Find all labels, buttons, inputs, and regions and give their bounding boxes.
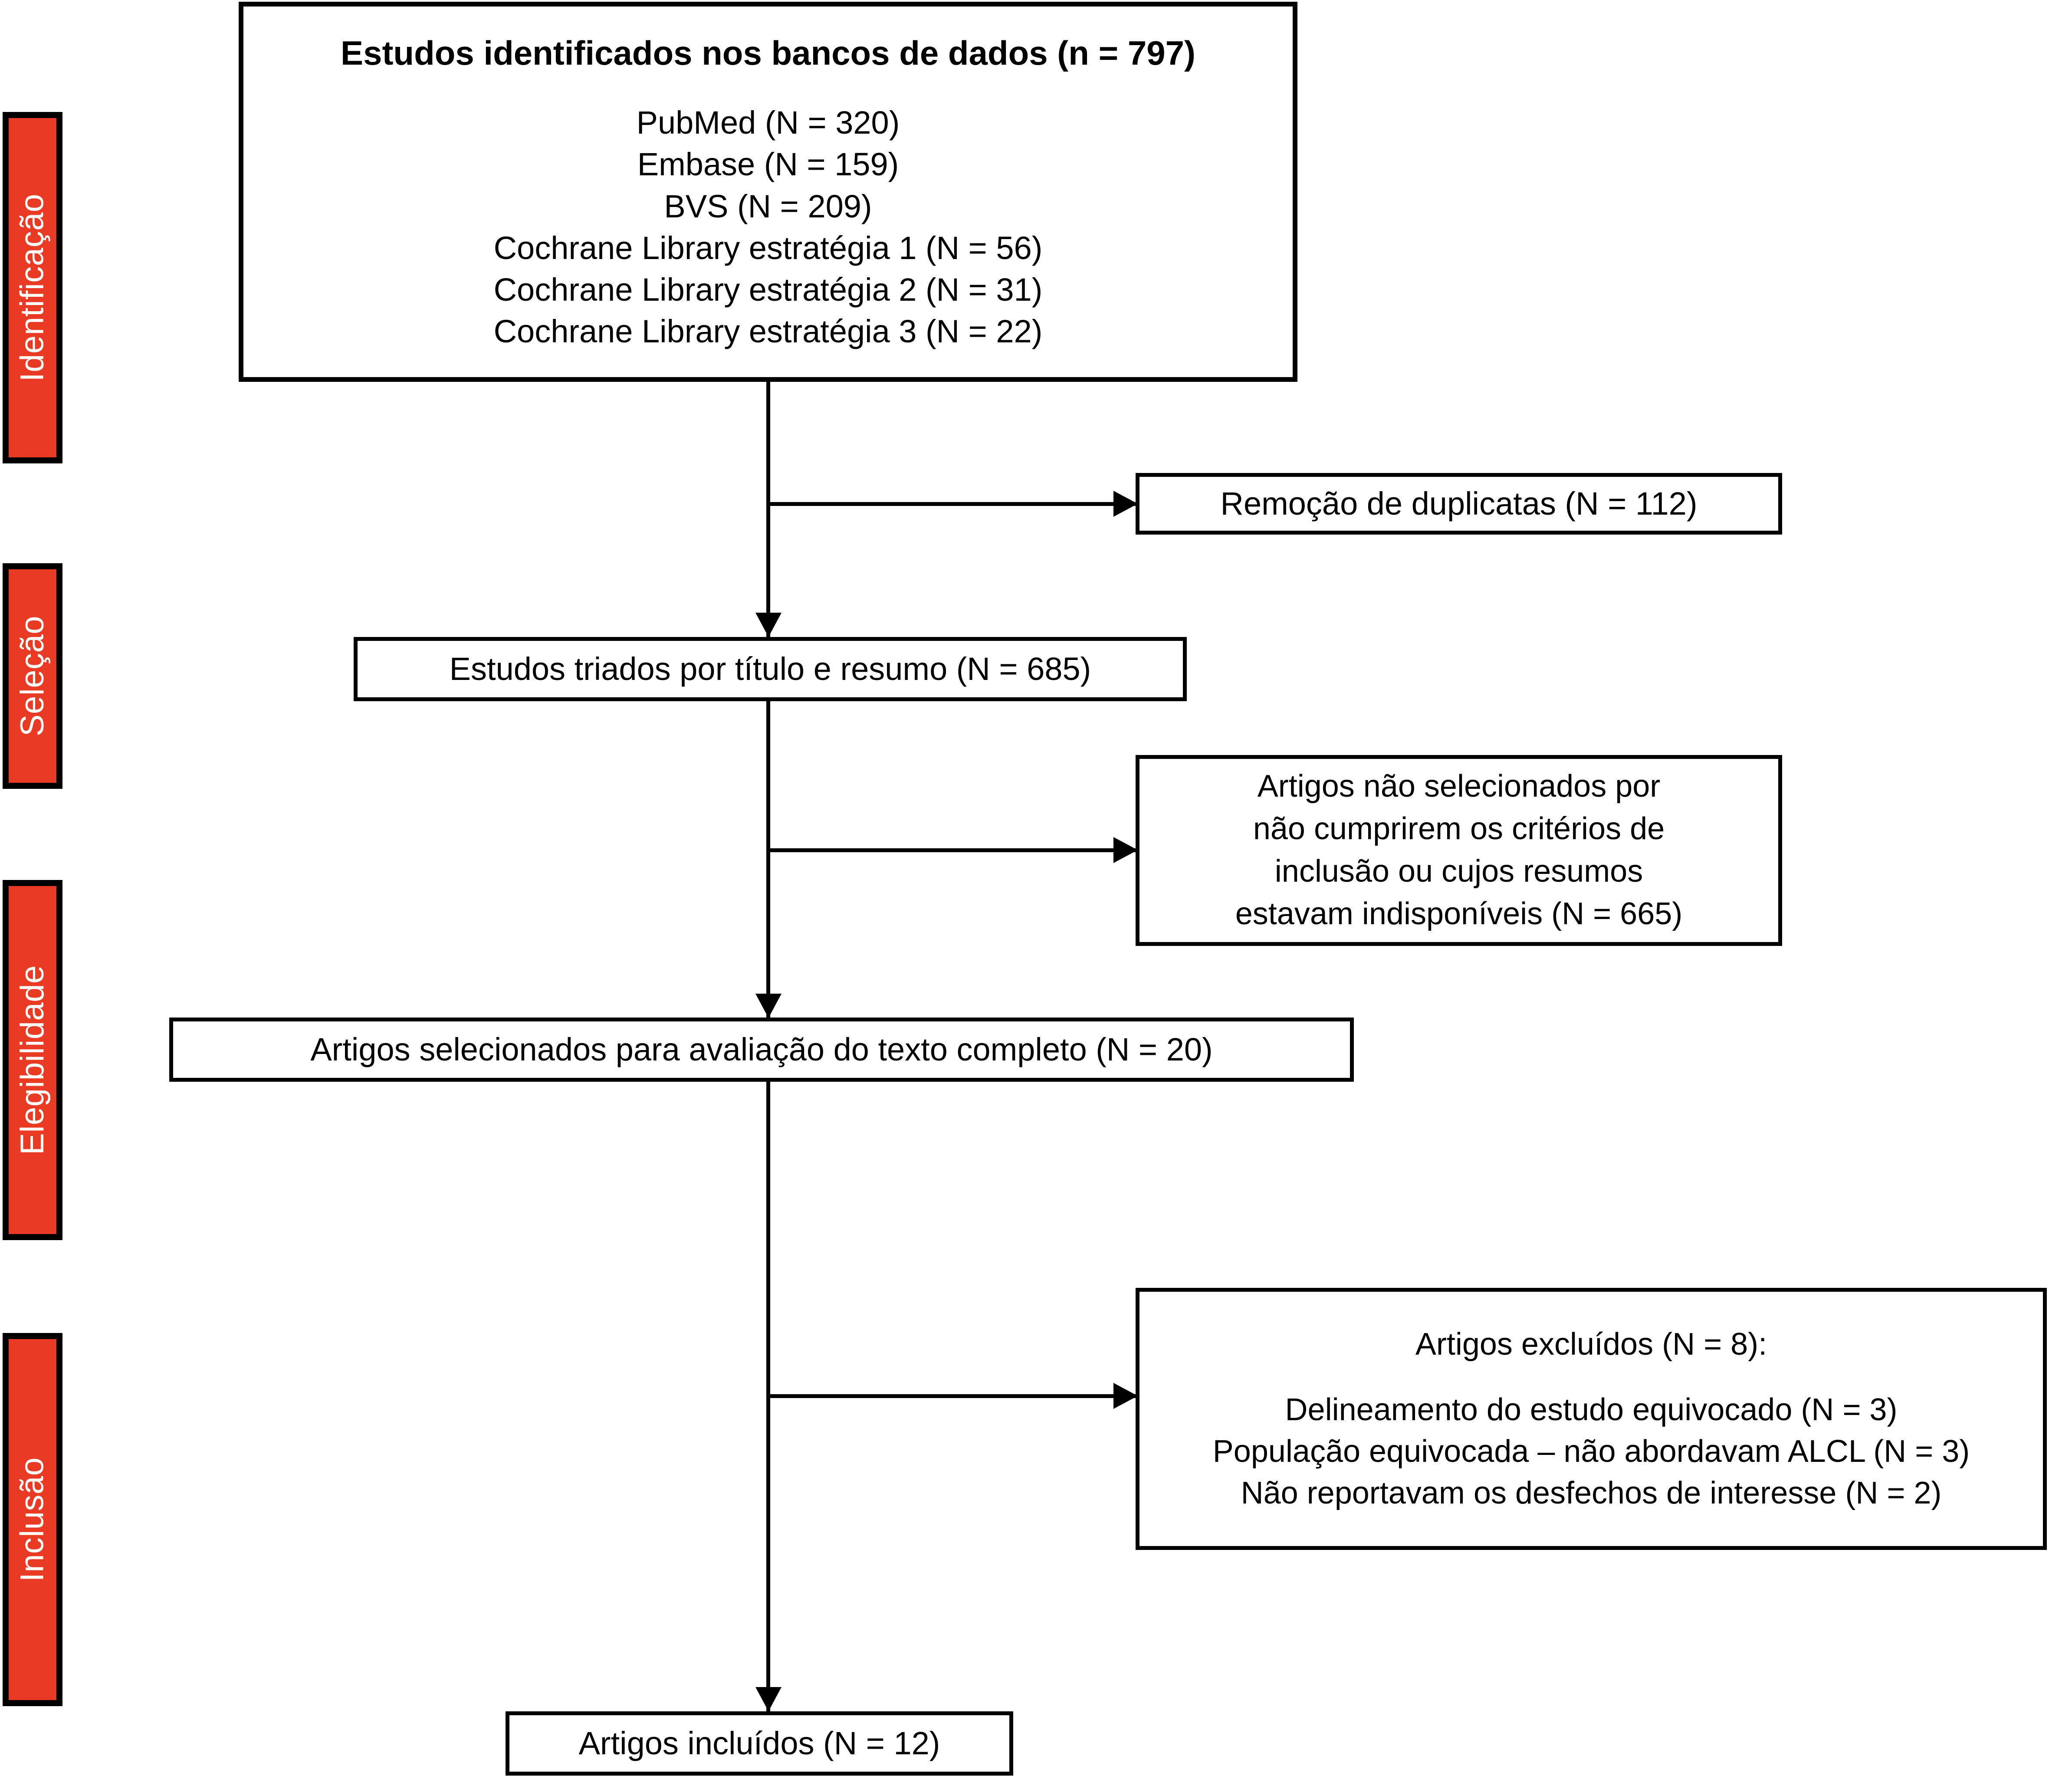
connector-screened-to-fulltext [766, 701, 770, 1021]
stage-bar-inclusao: Inclusão [3, 1333, 62, 1706]
box-studies-identified: Estudos identificados nos bancos de dado… [239, 2, 1297, 382]
connector-branch-not-selected [766, 848, 1159, 852]
box-excluded-reason-2: População equivocada – não abordavam ALC… [1212, 1434, 1970, 1469]
arrowhead-screened [755, 613, 782, 637]
box-articles-full-text-assessed: Artigos selecionados para avaliação do t… [169, 1018, 1354, 1082]
connector-branch-duplicates [766, 502, 1159, 506]
box-articles-excluded: Artigos excluídos (N = 8): Delineamento … [1136, 1288, 2047, 1550]
stage-label-selecao: Seleção [14, 615, 51, 737]
box-excluded-title: Artigos excluídos (N = 8): [1415, 1326, 1767, 1362]
box-duplicates-removed: Remoção de duplicatas (N = 112) [1136, 473, 1782, 535]
arrowhead-excluded [1113, 1383, 1138, 1409]
arrowhead-duplicates [1113, 491, 1138, 517]
box-identified-source-cochrane-1: Cochrane Library estratégia 1 (N = 56) [493, 230, 1043, 266]
arrowhead-included [755, 1687, 782, 1711]
box-identified-source-cochrane-2: Cochrane Library estratégia 2 (N = 31) [493, 271, 1043, 308]
stage-label-identificacao: Identificação [14, 194, 51, 382]
box-notselected-line-4: estavam indisponíveis (N = 665) [1235, 896, 1683, 931]
box-included-text: Artigos incluídos (N = 12) [578, 1725, 940, 1761]
box-articles-included: Artigos incluídos (N = 12) [506, 1711, 1013, 1776]
stage-bar-selecao: Seleção [3, 563, 62, 789]
box-screened-text: Estudos triados por título e resumo (N =… [449, 650, 1091, 687]
box-duplicates-text: Remoção de duplicatas (N = 112) [1220, 485, 1698, 522]
box-identified-source-bvs: BVS (N = 209) [664, 188, 872, 224]
connector-identified-to-screened [766, 382, 770, 638]
box-notselected-line-1: Artigos não selecionados por [1257, 769, 1661, 804]
stage-bar-elegibilidade: Elegibilidade [3, 880, 62, 1240]
box-excluded-reason-3: Não reportavam os desfechos de interesse… [1241, 1475, 1942, 1510]
stage-label-inclusao: Inclusão [14, 1457, 51, 1582]
box-identified-source-embase: Embase (N = 159) [637, 146, 899, 183]
box-articles-not-selected: Artigos não selecionados por não cumprir… [1136, 755, 1782, 946]
stage-bar-identificacao: Identificação [3, 112, 62, 463]
box-studies-screened: Estudos triados por título e resumo (N =… [354, 637, 1187, 701]
arrowhead-not-selected [1113, 837, 1138, 863]
box-identified-source-pubmed: PubMed (N = 320) [636, 105, 900, 141]
connector-branch-excluded [766, 1394, 1159, 1398]
stage-label-elegibilidade: Elegibilidade [14, 965, 51, 1155]
box-notselected-line-3: inclusão ou cujos resumos [1274, 854, 1643, 889]
box-notselected-line-2: não cumprirem os critérios de [1253, 811, 1665, 847]
arrowhead-fulltext [755, 994, 782, 1018]
box-identified-source-cochrane-3: Cochrane Library estratégia 3 (N = 22) [493, 313, 1043, 350]
box-identified-title: Estudos identificados nos bancos de dado… [341, 33, 1195, 72]
box-fulltext-text: Artigos selecionados para avaliação do t… [310, 1031, 1213, 1067]
box-excluded-reason-1: Delineamento do estudo equivocado (N = 3… [1285, 1392, 1898, 1428]
